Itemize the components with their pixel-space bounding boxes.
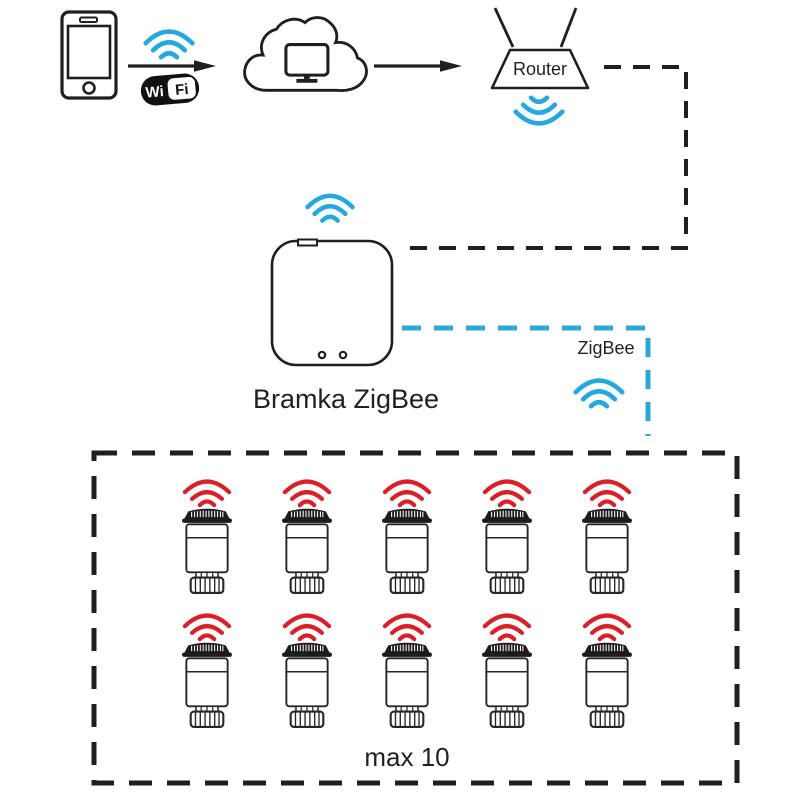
radiator-thermostat-icon <box>559 468 655 595</box>
arrow-cloud-to-router <box>374 60 462 72</box>
radiator-thermostat-icon <box>259 602 355 729</box>
thermostat-row-1 <box>159 468 655 595</box>
radiator-thermostat-icon <box>159 468 255 595</box>
wifi-logo-badge: Wi Fi <box>140 73 200 106</box>
phone-speaker <box>79 16 98 23</box>
radiator-thermostat-icon <box>259 468 355 595</box>
smartphone-icon <box>60 10 118 100</box>
gateway-label: Bramka ZigBee <box>252 384 440 414</box>
radiator-thermostat-icon <box>459 602 555 729</box>
cloud-server-icon <box>243 16 368 93</box>
wifi-badge-wi: Wi <box>145 83 165 102</box>
router-antenna-right <box>559 7 578 48</box>
max-count-label: max 10 <box>364 742 450 772</box>
zigbee-wifi-signal-icon <box>571 368 627 409</box>
gateway-led-right <box>338 350 348 360</box>
router-wifi-signal-icon <box>511 95 567 136</box>
router-antenna-left <box>493 7 515 48</box>
gateway-zigbee-dashed-line <box>402 325 651 436</box>
radiator-thermostat-icon <box>359 602 455 729</box>
gateway-top-button <box>297 238 318 247</box>
wifi-signal-icon <box>141 19 197 60</box>
router-icon <box>490 7 590 90</box>
gateway-led-left <box>317 350 327 360</box>
thermostat-row-2 <box>159 602 655 729</box>
router-label: Router <box>512 59 568 79</box>
zigbee-gateway-icon <box>270 238 394 367</box>
radiator-thermostat-icon <box>359 468 455 595</box>
radiator-thermostat-icon <box>559 602 655 729</box>
wifi-badge-fi: Fi <box>174 81 189 99</box>
zigbee-label: ZigBee <box>577 338 635 358</box>
phone-screen <box>66 24 112 80</box>
radiator-thermostat-icon <box>459 468 555 595</box>
phone-home-button <box>82 81 96 95</box>
arrow-phone-to-cloud <box>128 60 216 72</box>
cloud-monitor <box>284 43 330 77</box>
thermostat-group-dashed-box <box>91 450 740 786</box>
router-to-gateway-dashed-line <box>398 65 688 250</box>
radiator-thermostat-icon <box>159 602 255 729</box>
gateway-wifi-signal-icon <box>303 183 357 224</box>
